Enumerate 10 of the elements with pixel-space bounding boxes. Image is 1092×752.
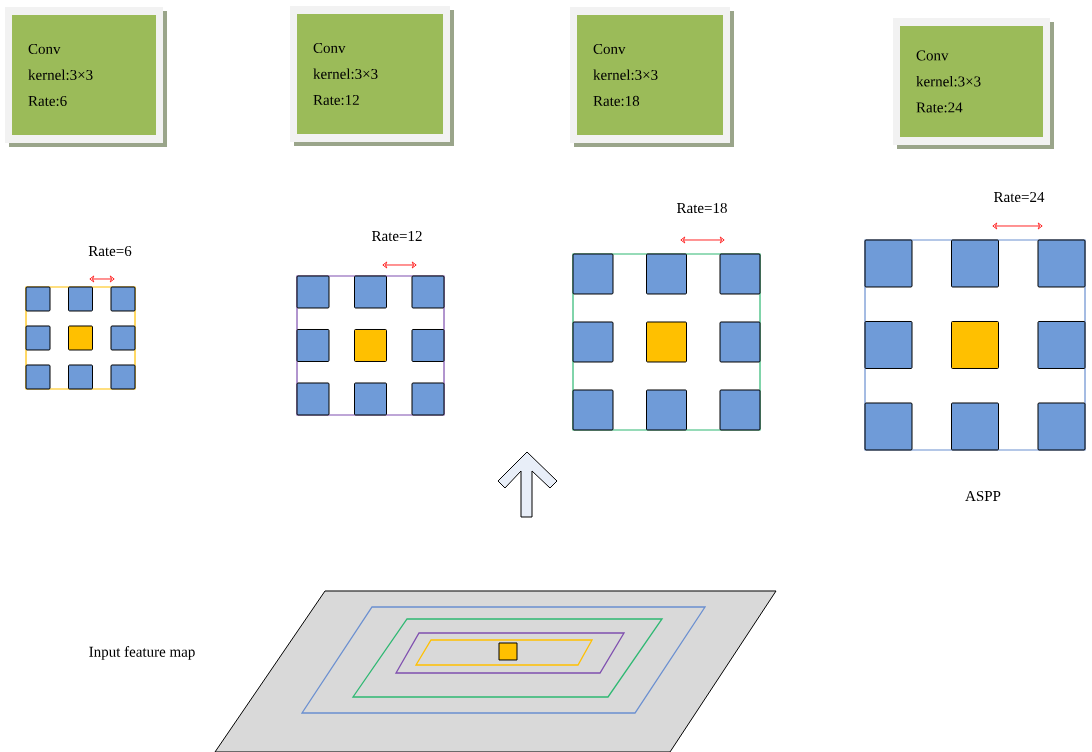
conv-box: Conv kernel:3×3 Rate:24 — [893, 18, 1054, 149]
rate-label: Rate=18 — [676, 202, 727, 214]
conv-box: Conv kernel:3×3 Rate:12 — [290, 6, 454, 146]
rate-label: Rate=6 — [88, 245, 132, 256]
conv-box: Conv kernel:3×3 Rate:6 — [5, 7, 167, 147]
module-label: ASPP — [965, 490, 1001, 501]
map-label: Input feature map — [89, 646, 195, 660]
rate-label: Rate=12 — [371, 230, 422, 241]
rate-label: Rate=24 — [993, 191, 1045, 202]
conv-box: Conv kernel:3×3 Rate:18 — [570, 7, 734, 147]
